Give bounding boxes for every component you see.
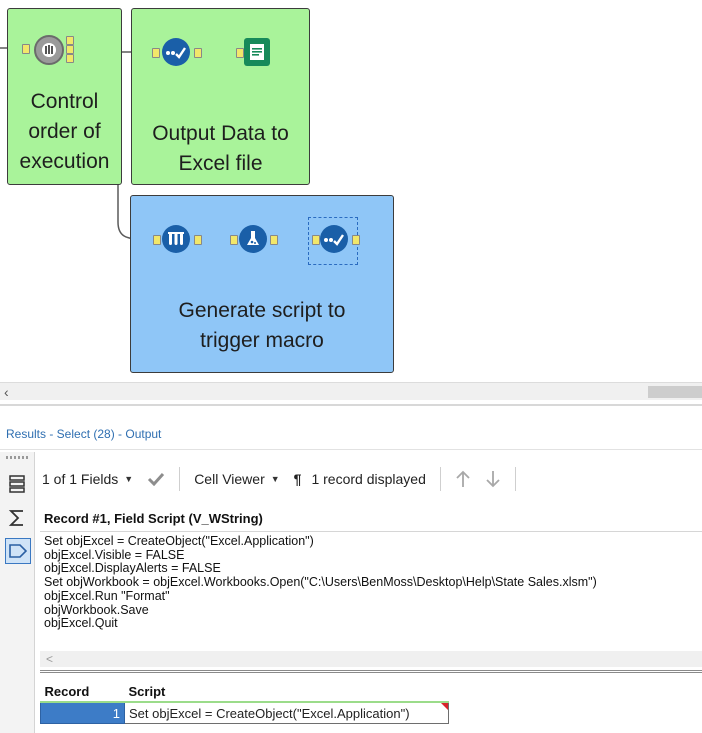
tool-output-anchor-2[interactable] [66,45,74,54]
tool-input-anchor[interactable] [236,48,244,58]
pane-splitter[interactable] [40,670,702,674]
chevron-down-icon: ▼ [124,474,134,484]
arrow-down-icon [486,471,500,488]
column-header-script[interactable]: Script [124,681,449,703]
container-output-data[interactable]: Output Data to Excel file [131,8,310,185]
tool-output-anchor[interactable] [352,235,360,245]
scroll-left-icon[interactable]: ‹ [4,384,9,400]
block-until-done-icon[interactable] [34,35,64,65]
grip-handle[interactable] [6,456,28,459]
toolbar-separator [179,467,181,491]
container-generate-script[interactable]: Generate script to trigger macro [130,195,394,373]
cell-viewer-label: Cell Viewer [194,471,265,487]
checkmark-icon [148,472,165,486]
script-cell[interactable]: Set objExcel = CreateObject("Excel.Appli… [124,701,449,724]
results-sidebar [0,452,35,733]
record-cell[interactable]: 1 [40,701,125,724]
output-tag-icon[interactable] [5,538,31,564]
toolbar-separator [439,467,441,491]
tool-input-anchor[interactable] [22,44,30,54]
cell-viewer[interactable]: Set objExcel = CreateObject("Excel.Appli… [40,531,702,652]
workflow-canvas[interactable]: Control order of execution Output Data t… [0,0,702,382]
results-window: Results - Select (28) - Output 1 of 1 Fi… [0,400,702,733]
scrollbar-thumb[interactable] [648,386,702,398]
cell-text[interactable]: Set objExcel = CreateObject("Excel.Appli… [44,534,597,631]
toolbar-separator [514,467,516,491]
fields-dropdown[interactable]: 1 of 1 Fields ▼ [42,471,133,487]
output-data-icon[interactable] [244,38,270,66]
column-header-record[interactable]: Record [40,681,125,703]
results-title-separator [0,449,702,450]
pilcrow-button[interactable]: ¶ [294,471,302,487]
tool-output-anchor[interactable] [194,235,202,245]
results-table: Record Script 1 Set objExcel = CreateObj… [40,681,449,724]
field-header: Record #1, Field Script (V_WString) [44,511,263,526]
cell-viewer-scrollbar[interactable]: < [40,651,702,667]
container-title: Output Data to Excel file [152,122,289,175]
results-divider [0,404,702,406]
chevron-down-icon: ▼ [270,474,280,484]
scroll-up-button[interactable] [455,470,471,488]
pilcrow-icon: ¶ [293,471,302,487]
tool-input-anchor[interactable] [230,235,238,245]
select-icon[interactable] [162,38,190,66]
checkmark-button[interactable] [147,472,165,486]
list-view-icon[interactable] [5,472,29,496]
scroll-down-button[interactable] [485,470,501,488]
container-control-order[interactable]: Control order of execution [7,8,122,185]
results-title: Results - Select (28) - Output [6,427,162,441]
select-icon[interactable] [320,225,348,253]
tool-output-anchor-3[interactable] [66,54,74,63]
tool-input-anchor[interactable] [152,48,160,58]
scroll-left-icon[interactable]: < [46,652,54,666]
container-title: Control order of execution [19,90,110,173]
tool-input-anchor[interactable] [312,235,320,245]
records-label: 1 record displayed [311,471,426,487]
tool-input-anchor[interactable] [153,235,161,245]
canvas-horizontal-scrollbar[interactable]: ‹ [0,382,702,401]
results-toolbar: 1 of 1 Fields ▼ Cell Viewer ▼ ¶ 1 record… [42,462,530,496]
container-title: Generate script to trigger macro [178,299,346,352]
sum-icon[interactable] [5,506,29,530]
tool-output-anchor[interactable] [270,235,278,245]
arrow-up-icon [456,470,470,487]
records-displayed: 1 record displayed [311,471,425,487]
fields-label: 1 of 1 Fields [42,471,119,487]
cell-viewer-dropdown[interactable]: Cell Viewer ▼ [194,471,279,487]
summarize-icon[interactable] [162,225,190,253]
tool-output-anchor[interactable] [194,48,202,58]
formula-icon[interactable] [239,225,267,253]
table-row[interactable]: 1 Set objExcel = CreateObject("Excel.App… [40,701,449,724]
tool-output-anchor-1[interactable] [66,36,74,45]
